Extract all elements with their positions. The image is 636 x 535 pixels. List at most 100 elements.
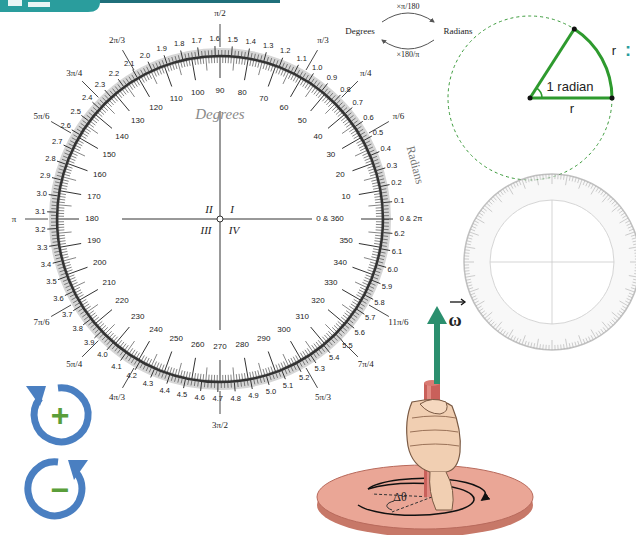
scale-tick — [162, 373, 164, 378]
header-tab — [0, 0, 280, 12]
scale-tick — [311, 355, 316, 362]
scale-tick — [208, 50, 209, 55]
radian-label: 3.5 — [46, 278, 56, 286]
scale-tick — [378, 262, 383, 263]
scale-tick — [72, 138, 76, 140]
scale-tick — [225, 56, 226, 63]
scale-tick — [52, 201, 57, 203]
radian-label: 1.2 — [280, 47, 290, 55]
scale-tick — [55, 182, 60, 183]
scale-tick — [566, 339, 568, 349]
scale-tick — [273, 59, 275, 64]
scale-tick — [61, 251, 68, 252]
radian-label: 4.8 — [231, 395, 241, 403]
scale-tick — [635, 264, 636, 265]
pi-label: 2π/3 — [109, 36, 125, 45]
scale-tick — [627, 223, 631, 225]
scale-tick — [322, 83, 328, 90]
scale-tick — [572, 177, 573, 182]
scale-tick — [348, 113, 352, 116]
scale-tick — [366, 275, 373, 278]
scale-tick — [371, 180, 378, 182]
scale-tick — [103, 327, 108, 332]
scale-tick — [374, 196, 381, 198]
scale-tick — [100, 100, 104, 104]
scale-tick — [159, 61, 161, 66]
scale-tick — [622, 306, 626, 309]
scale-tick — [612, 312, 620, 318]
scale-tick — [53, 241, 58, 243]
scale-tick — [369, 265, 376, 267]
scale-tick — [76, 142, 82, 145]
scale-tick — [233, 367, 234, 381]
scale-tick — [62, 159, 67, 161]
scale-tick — [376, 224, 383, 225]
scale-tick — [552, 174, 553, 184]
scale-tick — [601, 329, 604, 333]
scale-tick — [257, 379, 258, 384]
scale-tick — [268, 64, 270, 71]
scale-tick — [359, 243, 381, 247]
scale-tick — [316, 352, 319, 356]
scale-tick — [384, 222, 389, 223]
scale-tick — [220, 56, 221, 78]
scale-tick — [222, 375, 223, 382]
rotation-icons — [26, 386, 88, 516]
scale-tick — [542, 174, 544, 179]
scale-tick — [465, 247, 475, 249]
scale-tick — [82, 133, 88, 137]
degree-label: 70 — [259, 95, 268, 103]
radian-label: 3.4 — [41, 261, 51, 269]
scale-tick — [172, 57, 173, 62]
scale-tick — [305, 341, 313, 352]
scale-tick — [384, 212, 389, 213]
scale-tick — [621, 308, 625, 311]
scale-tick — [236, 57, 238, 64]
radian-label: 1.5 — [228, 36, 238, 44]
scale-tick — [525, 341, 527, 346]
scale-tick — [118, 84, 121, 88]
scale-tick — [58, 264, 63, 265]
pi-label: 5π/6 — [34, 112, 50, 121]
scale-tick — [251, 380, 253, 389]
scale-tick — [352, 163, 373, 171]
scale-tick — [467, 241, 472, 242]
degree-label: 350 — [339, 237, 352, 245]
radian-label: 6.1 — [392, 248, 402, 256]
scale-tick — [508, 186, 513, 195]
scale-tick — [171, 376, 172, 381]
scale-tick — [352, 267, 373, 275]
scale-tick — [487, 318, 491, 321]
radian-label: 0.3 — [387, 162, 397, 170]
scale-tick — [57, 219, 79, 220]
scale-tick — [230, 375, 231, 382]
degree-label: 30 — [326, 151, 335, 159]
scale-tick — [60, 188, 67, 189]
scale-tick — [159, 372, 161, 377]
scale-tick — [58, 205, 72, 206]
scale-tick — [384, 215, 389, 216]
scale-tick — [64, 145, 72, 149]
scale-tick — [198, 47, 199, 56]
scale-tick — [231, 46, 233, 55]
scale-tick — [268, 367, 270, 374]
scale-tick — [368, 169, 375, 171]
scale-tick — [52, 205, 57, 206]
scale-tick — [71, 282, 77, 285]
scale-tick — [511, 184, 513, 188]
scale-tick — [107, 331, 112, 336]
scale-tick — [552, 340, 553, 350]
scale-tick — [111, 335, 116, 340]
radian-label: 2.7 — [52, 138, 62, 146]
scale-tick — [293, 357, 296, 363]
scale-tick — [370, 174, 377, 176]
scale-tick — [115, 94, 129, 111]
scale-tick — [214, 46, 215, 55]
scale-tick — [90, 121, 96, 125]
scale-tick — [59, 243, 66, 244]
scale-tick — [112, 345, 115, 349]
scale-tick — [204, 382, 205, 387]
scale-tick — [276, 60, 278, 65]
scale-tick — [355, 150, 368, 156]
